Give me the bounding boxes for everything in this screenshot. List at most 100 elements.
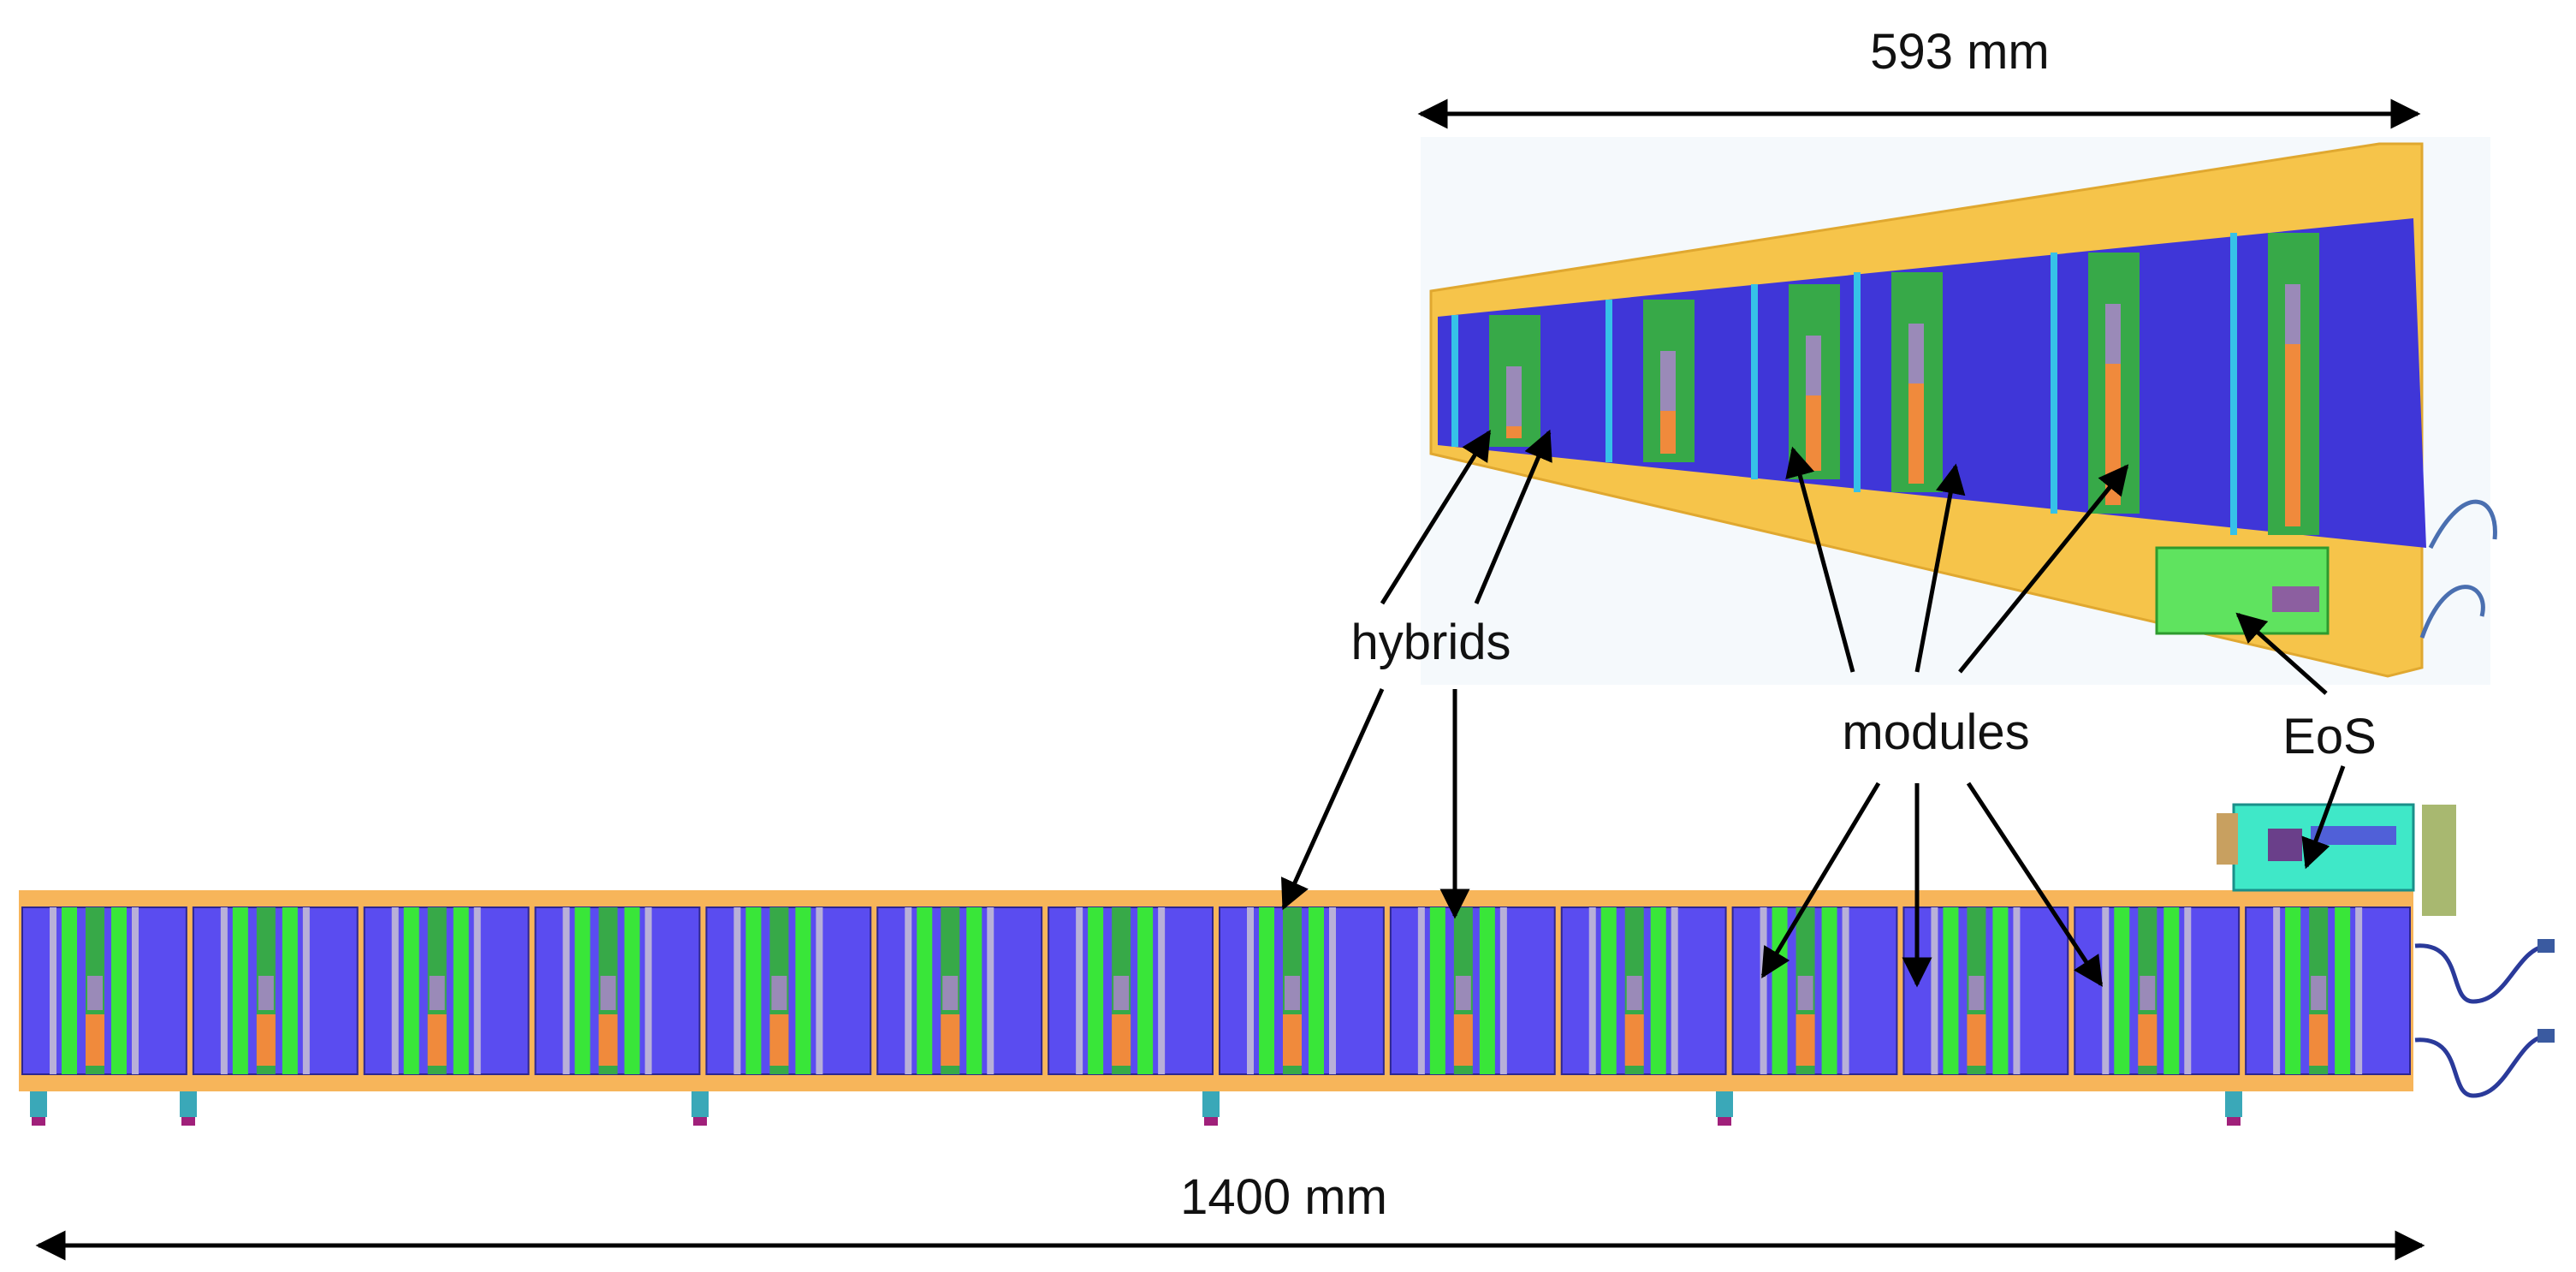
module-hybrid-right: [1821, 907, 1837, 1074]
module-strip-left: [733, 907, 741, 1074]
stave-module: [876, 906, 1043, 1075]
petal-module: [1854, 272, 1943, 492]
module-connector: [1453, 1014, 1473, 1066]
module-strip-left: [391, 907, 399, 1074]
stave-foot: [691, 1091, 709, 1117]
module-hybrid-right: [1479, 907, 1495, 1074]
module-strip-right: [2184, 907, 2192, 1074]
module-connector: [598, 1014, 618, 1066]
module-strip-left: [1760, 907, 1767, 1074]
module-strip-left: [2273, 907, 2281, 1074]
petal-module: [1451, 315, 1540, 447]
module-connector: [427, 1014, 447, 1066]
stave-eos-chip: [2268, 829, 2302, 861]
stave-module: [1048, 906, 1214, 1075]
stave-cable-plug-lower: [2537, 1029, 2555, 1043]
stave-module: [534, 906, 701, 1075]
module-strip-right: [132, 907, 139, 1074]
eos-label: EoS: [2282, 709, 2377, 764]
hybrids-arrow-petal-1: [1380, 430, 1492, 605]
module-strip-right: [1842, 907, 1849, 1074]
module-hybrid-left: [232, 907, 248, 1074]
module-strip-left: [50, 907, 56, 1074]
petal-module: [1606, 300, 1695, 462]
stave-foot-base: [2227, 1117, 2241, 1126]
stave-eos-bar: [2311, 826, 2396, 845]
module-connector: [256, 1014, 276, 1066]
module-chip: [942, 976, 959, 1010]
stave-foot: [180, 1091, 197, 1117]
module-hybrid-right: [966, 907, 982, 1074]
hybrids-label: hybrids: [1351, 615, 1511, 670]
petal-cable-lower: [2419, 585, 2485, 639]
stave-foot-base: [32, 1117, 45, 1126]
petal-connector: [1908, 383, 1924, 484]
module-hybrid-left: [1429, 907, 1445, 1074]
module-hybrid-left: [917, 907, 933, 1074]
module-strip-left: [1931, 907, 1938, 1074]
module-strip-right: [644, 907, 652, 1074]
module-connector: [769, 1014, 789, 1066]
eos-arrow-stave: [2301, 765, 2346, 870]
module-connector: [2138, 1014, 2158, 1066]
module-connector: [2309, 1014, 2329, 1066]
modules-arrow-stave-3: [1966, 782, 2104, 987]
stave-module: [2245, 906, 2411, 1075]
petal-chip: [1908, 324, 1924, 383]
module-chip: [87, 976, 103, 1010]
module-hybrid-left: [1772, 907, 1788, 1074]
stave-foot: [1202, 1091, 1220, 1117]
stave-module: [1560, 906, 1727, 1075]
module-connector: [1283, 1014, 1302, 1066]
stave-module: [2074, 906, 2241, 1075]
module-hybrid-right: [795, 907, 811, 1074]
module-strip-left: [1417, 907, 1425, 1074]
petal-module: [2230, 233, 2319, 535]
module-chip: [771, 976, 787, 1010]
module-strip-left: [1588, 907, 1596, 1074]
stave-module: [1731, 906, 1898, 1075]
modules-arrows: [1760, 446, 2129, 988]
petal-eos-chip: [2272, 586, 2319, 612]
eos-arrows: [2235, 612, 2346, 870]
petal-connector: [1660, 411, 1676, 454]
modules-arrow-petal-1: [1785, 446, 1855, 673]
petal-chip: [1660, 351, 1676, 411]
petal-connector: [1806, 395, 1821, 471]
petal-chip: [1806, 336, 1821, 395]
module-hybrid-left: [403, 907, 419, 1074]
module-hybrid-left: [1600, 907, 1617, 1074]
petal-chip: [2285, 284, 2300, 344]
module-strip-left: [905, 907, 912, 1074]
stave-cable-upper: [2414, 943, 2547, 1004]
module-connector: [86, 1014, 104, 1066]
petal-connector: [2285, 344, 2300, 526]
modules-arrow-petal-2: [1914, 463, 1966, 673]
module-hybrid-left: [2114, 907, 2130, 1074]
module-chip: [600, 976, 616, 1010]
module-chip: [1797, 976, 1813, 1010]
module-hybrid-right: [1137, 907, 1154, 1074]
petal-connector: [1506, 426, 1522, 438]
top-dimension-label: 593 mm: [1870, 24, 2050, 80]
petal-chip: [2105, 304, 2121, 364]
module-strip-right: [1499, 907, 1507, 1074]
module-strip-right: [816, 907, 823, 1074]
module-strip-right: [473, 907, 481, 1074]
stave-eos-connector: [2217, 813, 2238, 865]
modules-arrow-petal-3: [1958, 464, 2129, 674]
module-chip: [1113, 976, 1130, 1010]
stave-cable-plug-upper: [2537, 939, 2555, 953]
module-hybrid-right: [1992, 907, 2009, 1074]
module-hybrid-left: [574, 907, 591, 1074]
module-hybrid-left: [745, 907, 762, 1074]
module-chip: [1968, 976, 1985, 1010]
module-hybrid-right: [2335, 907, 2351, 1074]
module-strip-left: [1247, 907, 1254, 1074]
module-hybrid-right: [111, 907, 127, 1074]
stave-module: [1902, 906, 2069, 1075]
module-hybrid-right: [2163, 907, 2180, 1074]
module-connector: [941, 1014, 960, 1066]
hybrids-arrows: [1280, 429, 1552, 919]
